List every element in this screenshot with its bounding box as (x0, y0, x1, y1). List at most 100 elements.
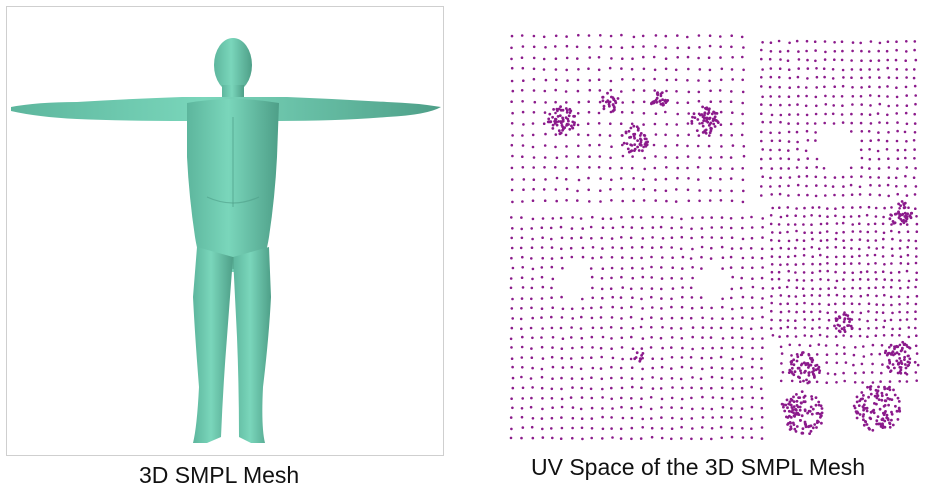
uv-point (642, 237, 645, 240)
uv-point (622, 155, 625, 158)
uv-point (898, 279, 901, 282)
uv-point (797, 194, 800, 197)
uv-point (850, 167, 853, 170)
uv-point (541, 397, 544, 400)
uv-point (899, 327, 902, 330)
uv-point (598, 78, 601, 81)
uv-point (547, 118, 550, 121)
uv-point (828, 319, 831, 322)
uv-point (874, 286, 877, 289)
uv-point (761, 266, 764, 269)
uv-point (627, 148, 630, 151)
uv-point (845, 314, 848, 317)
uv-point (833, 194, 836, 197)
uv-point (543, 36, 546, 39)
uv-point (666, 123, 669, 126)
uv-point (842, 194, 845, 197)
uv-point (913, 176, 916, 179)
uv-point (722, 337, 725, 340)
uv-point (568, 114, 571, 117)
uv-point (770, 223, 773, 226)
uv-point (842, 278, 845, 281)
uv-point (819, 334, 822, 337)
uv-point (691, 336, 694, 339)
uv-point (881, 363, 884, 366)
uv-point (620, 122, 623, 125)
uv-point (610, 366, 613, 369)
uv-point (544, 101, 547, 104)
uv-point (741, 167, 744, 170)
uv-point (877, 386, 880, 389)
uv-point (698, 134, 701, 137)
uv-point (851, 50, 854, 53)
uv-point (555, 200, 558, 203)
uv-point (690, 367, 693, 370)
uv-point (631, 267, 634, 270)
uv-point (811, 413, 814, 416)
uv-point (521, 336, 524, 339)
uv-point (742, 179, 745, 182)
uv-point (770, 302, 773, 305)
uv-point (560, 248, 563, 251)
uv-point (541, 428, 544, 431)
uv-point (906, 212, 909, 215)
uv-point (842, 176, 845, 179)
uv-point (741, 347, 744, 350)
uv-point (905, 94, 908, 97)
uv-point (882, 326, 885, 329)
uv-point (550, 238, 553, 241)
uv-point (856, 396, 859, 399)
uv-point (820, 223, 823, 226)
uv-point (819, 310, 822, 313)
uv-point (885, 393, 888, 396)
uv-point (522, 67, 525, 70)
uv-point (642, 79, 645, 82)
uv-point (868, 130, 871, 133)
uv-point (824, 176, 827, 179)
uv-point (598, 166, 601, 169)
uv-point (531, 317, 534, 320)
uv-point (626, 142, 629, 145)
uv-point (600, 237, 603, 240)
uv-point (850, 262, 853, 265)
uv-point (860, 271, 863, 274)
uv-point (576, 46, 579, 49)
uv-point (708, 124, 711, 127)
uv-point (681, 356, 684, 359)
uv-point (816, 364, 819, 367)
uv-point (811, 231, 814, 234)
uv-point (651, 367, 654, 370)
uv-point (654, 178, 657, 181)
uv-point (631, 296, 634, 299)
uv-point (834, 50, 837, 53)
uv-point (740, 307, 743, 310)
uv-point (788, 310, 791, 313)
uv-point (722, 406, 725, 409)
uv-point (811, 206, 814, 209)
uv-point (850, 295, 853, 298)
uv-point (631, 167, 634, 170)
uv-point (621, 337, 624, 340)
uv-point (796, 40, 799, 43)
uv-point (895, 185, 898, 188)
uv-point (521, 297, 524, 300)
uv-point (834, 303, 837, 306)
uv-point (741, 336, 744, 339)
uv-point (587, 134, 590, 137)
uv-point (612, 104, 615, 107)
uv-point (826, 335, 829, 338)
uv-point (771, 255, 774, 258)
uv-point (698, 46, 701, 49)
uv-point (530, 257, 533, 260)
uv-point (641, 227, 644, 230)
uv-point (895, 40, 898, 43)
uv-point (915, 272, 918, 275)
uv-point (895, 49, 898, 52)
uv-point (550, 316, 553, 319)
uv-point (770, 214, 773, 217)
uv-point (610, 398, 613, 401)
uv-point (660, 317, 663, 320)
uv-point (621, 46, 624, 49)
uv-point (798, 376, 801, 379)
uv-point (789, 425, 792, 428)
